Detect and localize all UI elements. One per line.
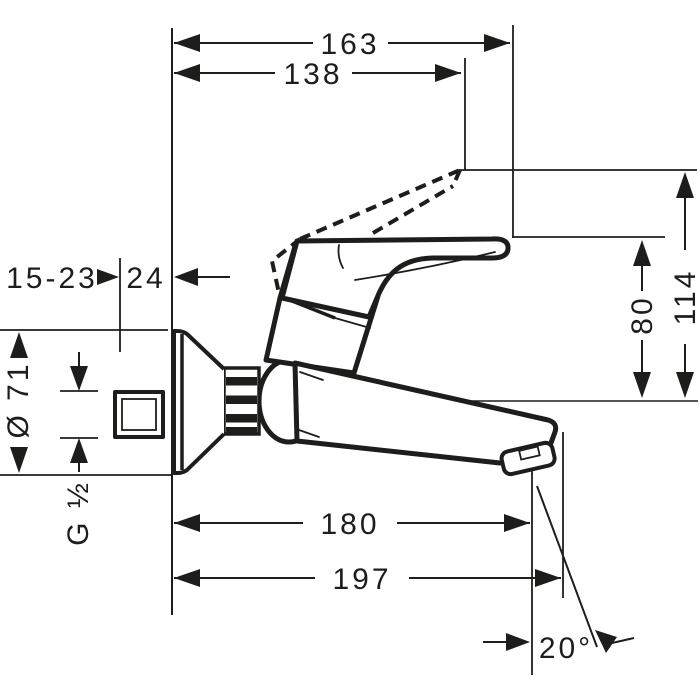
arrowhead-down xyxy=(10,447,28,473)
inlet-connector-inner xyxy=(121,398,157,431)
dim-tail-right xyxy=(611,637,635,644)
arrowhead-down xyxy=(633,372,651,398)
dim-handle-raised-height: 114 xyxy=(669,172,700,398)
arrowhead-up xyxy=(676,172,694,198)
arrowhead-down xyxy=(70,366,88,391)
dim-label-wall-range: 15-23 xyxy=(6,262,98,295)
dim-total-width: 163 xyxy=(174,28,510,61)
dim-spout-angle: 20° xyxy=(483,485,635,665)
dashed-upper-edge xyxy=(299,168,461,241)
dim-label-20deg: 20° xyxy=(539,632,593,665)
seam-line xyxy=(298,429,320,438)
union-nut xyxy=(222,366,261,436)
arrowhead-left xyxy=(174,34,200,52)
lever-handle xyxy=(279,236,511,320)
dim-label-180: 180 xyxy=(320,508,379,541)
arrowhead-upleft xyxy=(595,630,617,653)
arrowhead-right xyxy=(506,633,530,651)
dim-handle-width: 138 xyxy=(174,58,461,91)
dim-flange-diameter: Ø 71 xyxy=(2,332,35,473)
dim-label-24: 24 xyxy=(126,262,165,295)
dim-label-thread: G ½ xyxy=(62,480,95,546)
dim-overall-reach: 197 xyxy=(174,563,561,596)
dim-handle-height: 80 xyxy=(626,240,659,398)
arrowhead-right xyxy=(435,64,461,82)
dim-label-197: 197 xyxy=(332,563,391,596)
arrowhead-down xyxy=(676,372,694,398)
arrowhead-left xyxy=(174,569,200,587)
lever-detail-curve xyxy=(354,251,496,281)
nut-rib xyxy=(226,414,257,423)
arrowhead-up xyxy=(10,332,28,358)
arrowhead-left xyxy=(174,64,200,82)
dashed-tip xyxy=(451,169,462,187)
arrowhead-right xyxy=(484,34,510,52)
lever-raised-dashed xyxy=(269,168,462,299)
angle-line xyxy=(536,485,598,648)
arrowhead-left xyxy=(174,268,198,286)
arrowhead-right xyxy=(504,514,530,532)
dim-label-138: 138 xyxy=(283,58,342,91)
arrowhead-up xyxy=(633,240,651,266)
nut-rib xyxy=(226,427,257,433)
nut-rib xyxy=(226,395,257,404)
dim-wall-depth: 15-23 24 xyxy=(6,262,230,295)
escutcheon xyxy=(172,329,226,475)
arrowhead-left xyxy=(174,514,200,532)
faucet-body-drawing xyxy=(113,168,559,477)
dim-label-80: 80 xyxy=(626,295,659,334)
dim-label-diameter: Ø 71 xyxy=(2,361,35,438)
arrowhead-right xyxy=(535,569,561,587)
lever-skirt-seam-thin xyxy=(334,317,371,329)
dim-label-114: 114 xyxy=(669,269,700,326)
aerator-group xyxy=(499,440,557,477)
dim-connection-thread: G ½ xyxy=(62,352,95,546)
dim-label-163: 163 xyxy=(320,28,379,61)
escutcheon-outline xyxy=(172,329,226,475)
lever-detail-line xyxy=(337,244,344,269)
nut-rib xyxy=(226,377,257,386)
dim-spout-reach: 180 xyxy=(174,508,530,541)
arrowhead-right xyxy=(97,269,119,285)
seam-line xyxy=(299,371,324,381)
dashed-lower-edge xyxy=(371,184,455,235)
aerator-inner xyxy=(518,445,541,461)
arrowhead-up xyxy=(70,438,88,463)
dashed-left-edge xyxy=(269,237,302,299)
